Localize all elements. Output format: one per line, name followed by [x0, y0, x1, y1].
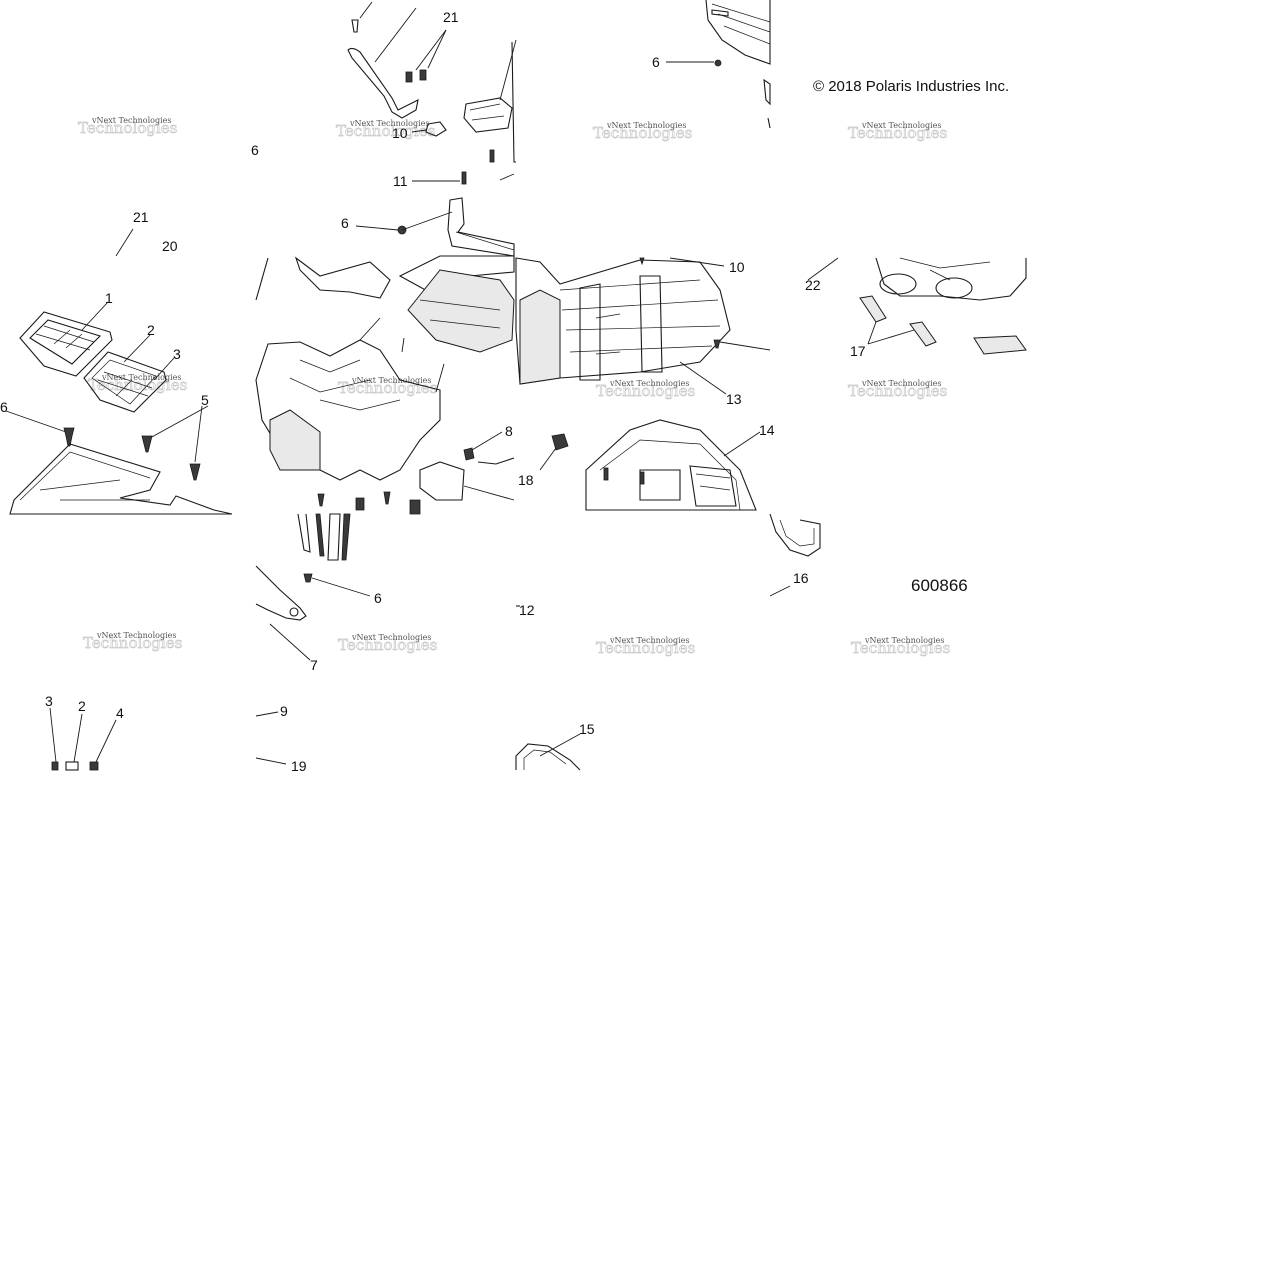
callout-16: 16 [793, 570, 809, 586]
watermark: Technologies vNext Technologies [851, 636, 951, 657]
watermark: Technologies vNext Technologies [596, 379, 696, 400]
diagram-reference-number: 600866 [911, 576, 968, 595]
callout-6: 6 [0, 399, 8, 415]
svg-text:vNext Technologies: vNext Technologies [351, 376, 431, 385]
svg-text:vNext Technologies: vNext Technologies [606, 121, 686, 130]
callout-1: 1 [105, 290, 113, 306]
callout-6: 6 [652, 54, 660, 70]
svg-text:vNext Technologies: vNext Technologies [96, 631, 176, 640]
watermark: Technologies vNext Technologies [848, 379, 948, 400]
watermarks: Technologies vNext Technologies Technolo… [78, 116, 951, 657]
callout-3: 3 [173, 346, 181, 362]
callouts: 21 10 11 6 21 20 1 2 3 6 5 8 10 13 14 18… [0, 9, 866, 774]
svg-text:vNext Technologies: vNext Technologies [349, 119, 429, 128]
svg-text:vNext Technologies: vNext Technologies [351, 633, 431, 642]
svg-text:vNext Technologies: vNext Technologies [861, 379, 941, 388]
svg-text:vNext Technologies: vNext Technologies [91, 116, 171, 125]
callout-12: 12 [519, 602, 535, 618]
housing-14 [539, 419, 761, 511]
callout-2: 2 [78, 698, 86, 714]
callout-21: 21 [133, 209, 149, 225]
svg-text:vNext Technologies: vNext Technologies [101, 373, 181, 382]
watermark: Technologies vNext Technologies [848, 121, 948, 142]
callout-20: 20 [162, 238, 178, 254]
seal-15 [515, 733, 581, 771]
watermark: Technologies vNext Technologies [88, 373, 188, 394]
callout-6: 6 [374, 590, 382, 606]
filter-assembly [5, 228, 233, 515]
callout-22: 22 [805, 277, 821, 293]
watermark: Technologies vNext Technologies [338, 376, 438, 397]
watermark: Technologies vNext Technologies [338, 633, 438, 654]
callout-6: 6 [251, 142, 259, 158]
callout-4: 4 [116, 705, 124, 721]
svg-text:vNext Technologies: vNext Technologies [609, 636, 689, 645]
svg-text:Technologies: Technologies [83, 634, 182, 652]
svg-text:Technologies: Technologies [851, 639, 950, 657]
svg-text:Technologies: Technologies [596, 382, 695, 400]
airbox-cover-top [666, 0, 771, 129]
seal-16 [769, 513, 821, 597]
svg-text:Technologies: Technologies [848, 124, 947, 142]
airbox-13 [515, 257, 771, 395]
parts-3-2-4 [49, 707, 117, 771]
copyright-text: © 2018 Polaris Industries Inc. [813, 78, 1009, 95]
svg-text:Technologies: Technologies [848, 382, 947, 400]
callout-13: 13 [726, 391, 742, 407]
callout-7: 7 [310, 657, 318, 673]
callout-5: 5 [201, 392, 209, 408]
callout-21: 21 [443, 9, 459, 25]
callout-11: 11 [393, 173, 408, 189]
callout-10: 10 [392, 125, 408, 141]
intake-housing [255, 255, 515, 515]
watermark: Technologies vNext Technologies [593, 121, 693, 142]
svg-text:vNext Technologies: vNext Technologies [609, 379, 689, 388]
callout-9: 9 [280, 703, 288, 719]
callout-2: 2 [147, 322, 155, 338]
svg-text:vNext Technologies: vNext Technologies [861, 121, 941, 130]
part-7-assembly [255, 513, 520, 765]
callout-19: 19 [291, 758, 307, 774]
watermark: Technologies vNext Technologies [336, 119, 436, 140]
svg-text:Technologies: Technologies [338, 636, 437, 654]
watermark: Technologies vNext Technologies [596, 636, 696, 657]
svg-text:Technologies: Technologies [78, 119, 177, 137]
callout-6: 6 [341, 215, 349, 231]
svg-text:Technologies: Technologies [88, 376, 187, 394]
svg-text:vNext Technologies: vNext Technologies [864, 636, 944, 645]
bracket-assembly [347, 1, 517, 185]
duct-22 [807, 257, 1027, 355]
callout-18: 18 [518, 472, 534, 488]
callout-3: 3 [45, 693, 53, 709]
callout-15: 15 [579, 721, 595, 737]
callout-10: 10 [729, 259, 745, 275]
callout-8: 8 [505, 423, 513, 439]
svg-text:Technologies: Technologies [336, 122, 435, 140]
svg-text:Technologies: Technologies [593, 124, 692, 142]
watermark: Technologies vNext Technologies [78, 116, 178, 137]
callout-17: 17 [850, 343, 866, 359]
callout-14: 14 [759, 422, 775, 438]
screw-6-upper [355, 197, 515, 257]
watermark: Technologies vNext Technologies [83, 631, 183, 652]
svg-text:Technologies: Technologies [596, 639, 695, 657]
